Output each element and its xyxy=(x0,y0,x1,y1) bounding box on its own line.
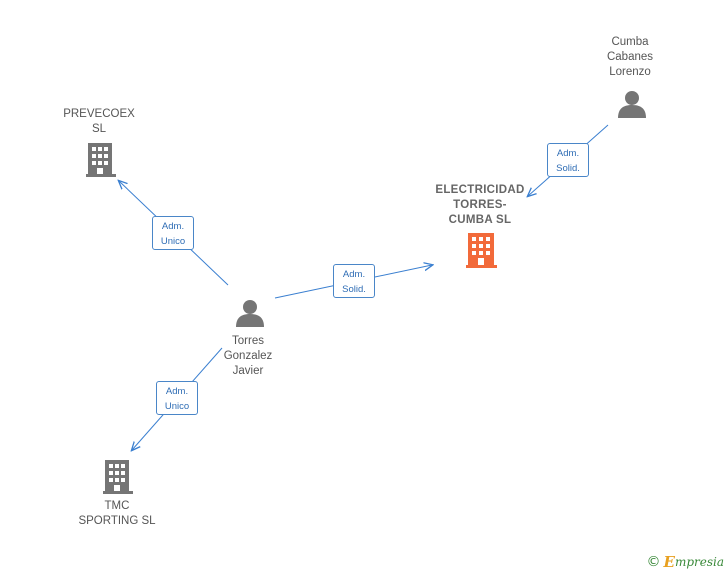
edge-role-line2: Unico xyxy=(164,401,190,412)
node-label-torres[interactable]: Torres Gonzalez Javier xyxy=(223,335,273,377)
edge-label-torres-electricidad[interactable]: Adm. Solid. xyxy=(333,264,375,298)
copyright-icon: © xyxy=(646,554,661,570)
building-icon[interactable] xyxy=(86,143,116,177)
edge-label-torres-prevecoex[interactable]: Adm. Unico xyxy=(152,216,194,250)
edge-role-line1: Adm. xyxy=(165,386,189,397)
node-label-electricidad[interactable]: ELECTRICIDAD TORRES- CUMBA SL xyxy=(435,184,525,226)
node-label-prevecoex[interactable]: PREVECOEX SL xyxy=(63,108,135,135)
edge-role-line1: Adm. xyxy=(556,148,580,159)
edge-role-line2: Solid. xyxy=(342,284,366,295)
person-icon[interactable] xyxy=(618,91,646,118)
brand-initial: E xyxy=(663,553,675,571)
building-icon[interactable] xyxy=(103,460,133,494)
edge-role-line2: Solid. xyxy=(556,163,580,174)
edge-label-torres-tmc[interactable]: Adm. Unico xyxy=(156,381,198,415)
node-label-cumba[interactable]: Cumba Cabanes Lorenzo xyxy=(606,36,654,78)
brand-name: mpresia xyxy=(674,555,724,569)
edge-role-line1: Adm. xyxy=(161,221,185,232)
node-label-tmc[interactable]: TMC SPORTING SL xyxy=(78,500,156,527)
building-icon[interactable] xyxy=(466,233,497,268)
edge-label-cumba-electricidad[interactable]: Adm. Solid. xyxy=(547,143,589,177)
person-icon[interactable] xyxy=(236,300,264,327)
edge-role-line2: Unico xyxy=(160,236,186,247)
edge-role-line1: Adm. xyxy=(342,269,366,280)
